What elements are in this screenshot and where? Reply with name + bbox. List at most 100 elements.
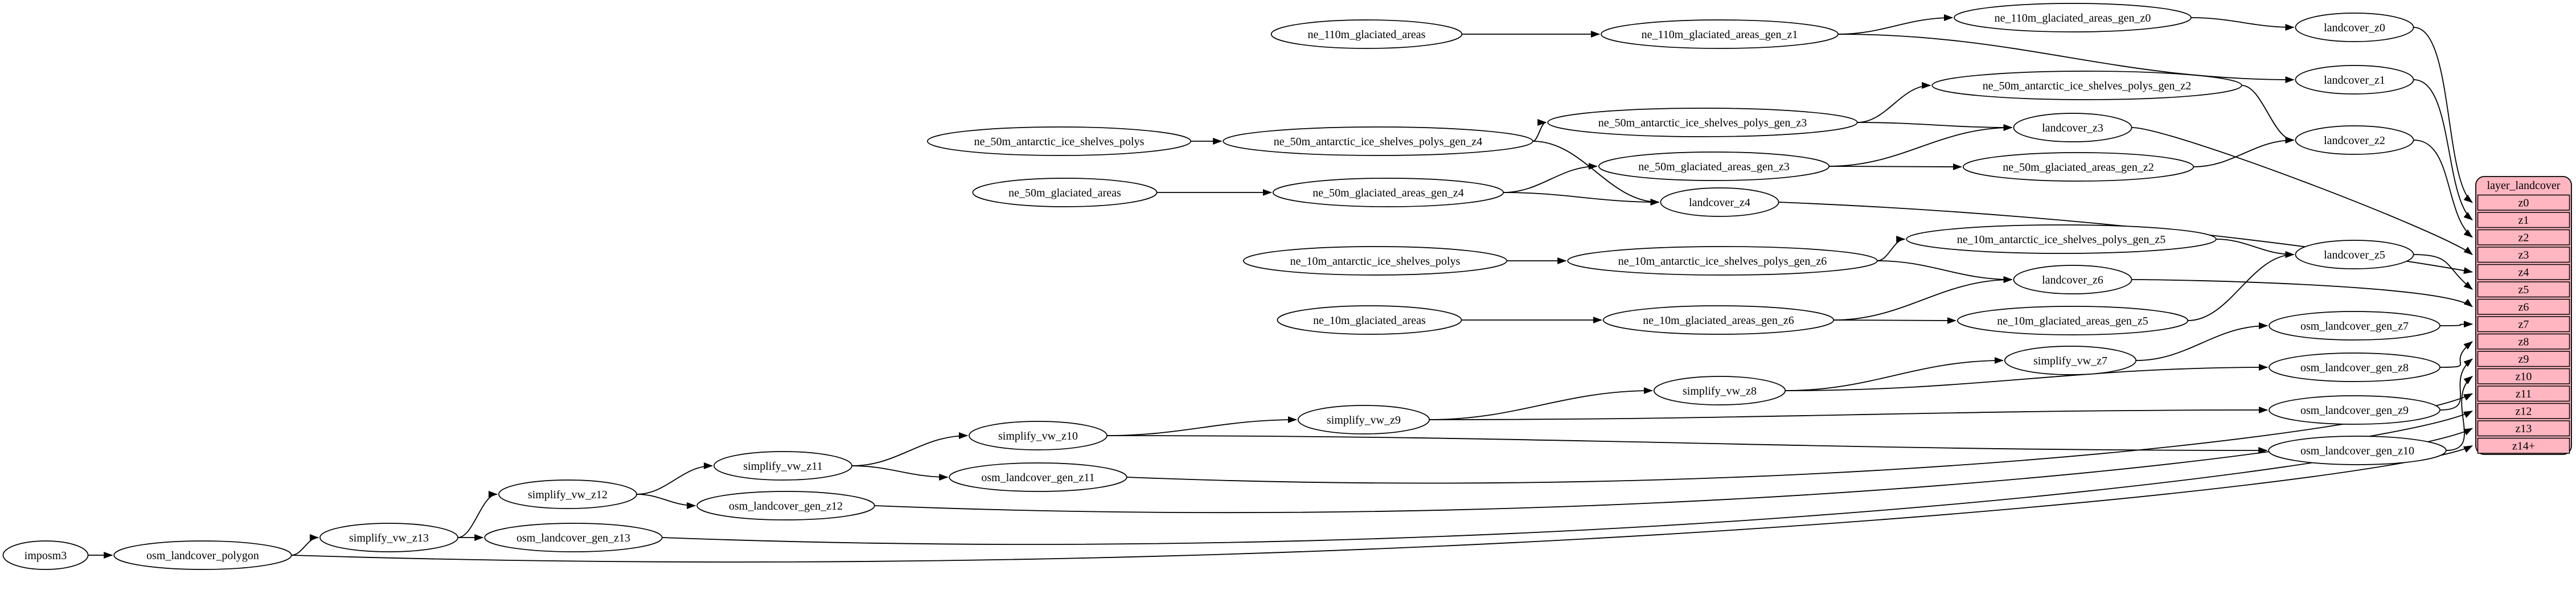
node-ne-50m-antarctic-ice-shelves-polys-gen-z2: ne_50m_antarctic_ice_shelves_polys_gen_z… bbox=[1931, 71, 2242, 100]
edge-landcover-z0-to-row-z0 bbox=[2413, 27, 2473, 203]
node-ellipse bbox=[1223, 126, 1533, 156]
node-ellipse bbox=[2295, 125, 2414, 155]
node-ellipse bbox=[2295, 240, 2414, 269]
edge-landcover-z1-to-row-z1 bbox=[2413, 79, 2473, 220]
node-ellipse bbox=[498, 479, 637, 509]
node-ellipse bbox=[2004, 346, 2137, 375]
table-row-label: z7 bbox=[2518, 318, 2529, 331]
node-ellipse bbox=[1270, 19, 1463, 49]
node-ne-10m-glaciated-areas-gen-z6: ne_10m_glaciated_areas_gen_z6 bbox=[1602, 305, 1835, 335]
node-simplify-vw-z11: simplify_vw_z11 bbox=[713, 451, 852, 481]
node-ellipse bbox=[2269, 395, 2440, 425]
node-landcover-z6: landcover_z6 bbox=[2013, 265, 2132, 294]
node-label: ne_50m_antarctic_ice_shelves_polys bbox=[974, 136, 1145, 148]
table-outline bbox=[2475, 176, 2572, 455]
node-ellipse bbox=[1297, 405, 1430, 434]
node-ne-50m-antarctic-ice-shelves-polys-gen-z4: ne_50m_antarctic_ice_shelves_polys_gen_z… bbox=[1223, 126, 1533, 156]
node-label: osm_landcover_gen_z13 bbox=[516, 532, 630, 544]
node-ellipse bbox=[2295, 13, 2414, 42]
node-ellipse bbox=[969, 421, 1107, 450]
node-ne-50m-glaciated-areas: ne_50m_glaciated_areas bbox=[972, 178, 1158, 207]
node-landcover-z1: landcover_z1 bbox=[2295, 65, 2414, 95]
edge-landcover-z2-to-row-z2 bbox=[2413, 140, 2473, 238]
table-row-label: z11 bbox=[2516, 388, 2532, 400]
node-ellipse bbox=[1931, 71, 2242, 100]
node-label: landcover_z5 bbox=[2324, 249, 2385, 261]
table-row-z7 bbox=[2477, 316, 2570, 333]
node-label: landcover_z2 bbox=[2324, 134, 2385, 147]
node-ellipse bbox=[2269, 311, 2440, 341]
node-label: ne_10m_antarctic_ice_shelves_polys_gen_z… bbox=[1618, 255, 1827, 268]
node-label: ne_10m_glaciated_areas bbox=[1313, 314, 1426, 327]
edge-osm-landcover-gen-z9-to-row-z9 bbox=[2439, 358, 2473, 411]
node-label: osm_landcover_gen_z7 bbox=[2300, 320, 2409, 333]
node-simplify-vw-z12: simplify_vw_z12 bbox=[498, 479, 637, 509]
node-label: ne_50m_glaciated_areas_gen_z3 bbox=[1638, 161, 1789, 173]
edge-simplify-vw-z11-to-simplify-vw-z10 bbox=[851, 432, 968, 466]
node-ne-50m-glaciated-areas-gen-z2: ne_50m_glaciated_areas_gen_z2 bbox=[1962, 152, 2194, 182]
node-osm-landcover-gen-z10: osm_landcover_gen_z10 bbox=[2268, 436, 2447, 465]
node-label: ne_10m_antarctic_ice_shelves_polys bbox=[1290, 255, 1461, 268]
node-label: simplify_vw_z9 bbox=[1327, 414, 1401, 427]
edge-simplify-vw-z10-to-simplify-vw-z9 bbox=[1106, 416, 1297, 436]
edge-ne-50m-antarctic-ice-shelves-polys-gen-z4-to-landcover-z4 bbox=[1532, 141, 1660, 206]
edge-osm-landcover-gen-z7-to-row-z7 bbox=[2439, 321, 2473, 328]
node-osm-landcover-gen-z7: osm_landcover_gen_z7 bbox=[2269, 311, 2440, 341]
node-ellipse bbox=[1660, 187, 1779, 217]
node-ne-50m-antarctic-ice-shelves-polys-gen-z3: ne_50m_antarctic_ice_shelves_polys_gen_z… bbox=[1547, 108, 1858, 137]
edge-ne-10m-glaciated-areas-gen-z6-to-landcover-z6 bbox=[1833, 276, 2013, 321]
node-label: ne_110m_glaciated_areas_gen_z0 bbox=[1995, 12, 2151, 24]
edge-osm-landcover-gen-z10-to-row-z10 bbox=[2446, 376, 2473, 451]
table-row-z10 bbox=[2477, 368, 2570, 384]
edge-ne-50m-glaciated-areas-gen-z3-to-landcover-z3 bbox=[1829, 124, 2013, 167]
node-ellipse bbox=[1547, 108, 1858, 137]
edge-osm-landcover-polygon-to-simplify-vw-z13 bbox=[291, 534, 319, 556]
table-row-z14plus bbox=[2477, 437, 2570, 454]
node-ellipse bbox=[2268, 436, 2447, 465]
node-label: landcover_z0 bbox=[2324, 22, 2385, 34]
edge-landcover-z5-to-row-z5 bbox=[2413, 254, 2473, 290]
node-ellipse bbox=[1962, 152, 2194, 182]
node-imposm3: imposm3 bbox=[2, 540, 89, 570]
node-label: ne_50m_antarctic_ice_shelves_polys_gen_z… bbox=[1274, 136, 1483, 148]
node-landcover-z5: landcover_z5 bbox=[2295, 240, 2414, 269]
node-label: osm_landcover_gen_z12 bbox=[729, 500, 843, 512]
node-label: landcover_z6 bbox=[2042, 274, 2103, 286]
node-ne-110m-glaciated-areas: ne_110m_glaciated_areas bbox=[1270, 19, 1463, 49]
table-row-z11 bbox=[2477, 386, 2570, 402]
edge-simplify-vw-z10-to-osm-landcover-gen-z10 bbox=[1106, 435, 2268, 454]
node-ellipse bbox=[1277, 305, 1462, 335]
node-osm-landcover-gen-z13: osm_landcover_gen_z13 bbox=[484, 523, 663, 552]
node-label: ne_50m_antarctic_ice_shelves_polys_gen_z… bbox=[1598, 117, 1807, 129]
edge-ne-110m-glaciated-areas-gen-z1-to-landcover-z1 bbox=[1837, 34, 2295, 83]
node-ellipse bbox=[926, 126, 1192, 156]
table-row-z4 bbox=[2477, 264, 2570, 280]
table-row-label: z5 bbox=[2518, 284, 2529, 296]
node-landcover-z4: landcover_z4 bbox=[1660, 187, 1779, 217]
node-ellipse bbox=[2, 540, 89, 570]
table-row-z5 bbox=[2477, 281, 2570, 298]
node-label: osm_landcover_gen_z10 bbox=[2300, 445, 2414, 457]
node-label: osm_landcover_gen_z11 bbox=[981, 471, 1094, 484]
table-row-label: z9 bbox=[2518, 353, 2529, 366]
node-landcover-z3: landcover_z3 bbox=[2013, 113, 2132, 142]
edge-osm-landcover-gen-z12-to-row-z12 bbox=[874, 410, 2473, 514]
edge-ne-10m-antarctic-ice-shelves-polys-gen-z6-to-landcover-z6 bbox=[1877, 260, 2013, 283]
node-ne-10m-glaciated-areas-gen-z5: ne_10m_glaciated_areas_gen_z5 bbox=[1956, 306, 2189, 335]
node-label: simplify_vw_z8 bbox=[1683, 385, 1757, 397]
edge-osm-landcover-polygon-to-row-z14plus bbox=[291, 445, 2473, 563]
edge-ne-10m-glaciated-areas-gen-z6-to-ne-10m-glaciated-areas-gen-z5 bbox=[1833, 317, 1956, 324]
edge-ne-110m-glaciated-areas-gen-z1-to-ne-110m-glaciated-areas-gen-z0 bbox=[1837, 14, 1953, 35]
node-ne-10m-antarctic-ice-shelves-polys-gen-z6: ne_10m_antarctic_ice_shelves_polys_gen_z… bbox=[1567, 246, 1878, 276]
edge-ne-10m-antarctic-ice-shelves-polys-gen-z6-to-ne-10m-antarctic-ice-shelves-polys-gen-z5 bbox=[1877, 236, 1906, 261]
node-ne-50m-glaciated-areas-gen-z4: ne_50m_glaciated_areas_gen_z4 bbox=[1272, 178, 1504, 207]
edge-simplify-vw-z9-to-simplify-vw-z8 bbox=[1429, 387, 1653, 420]
node-label: simplify_vw_z11 bbox=[743, 460, 822, 473]
edge-ne-110m-glaciated-areas-gen-z0-to-landcover-z0 bbox=[2191, 17, 2295, 31]
node-label: ne_50m_glaciated_areas_gen_z4 bbox=[1312, 187, 1463, 199]
edge-simplify-vw-z8-to-osm-landcover-gen-z8 bbox=[1785, 364, 2268, 391]
node-label: osm_landcover_polygon bbox=[146, 550, 259, 562]
node-ellipse bbox=[1956, 306, 2189, 335]
node-ellipse bbox=[1602, 305, 1835, 335]
